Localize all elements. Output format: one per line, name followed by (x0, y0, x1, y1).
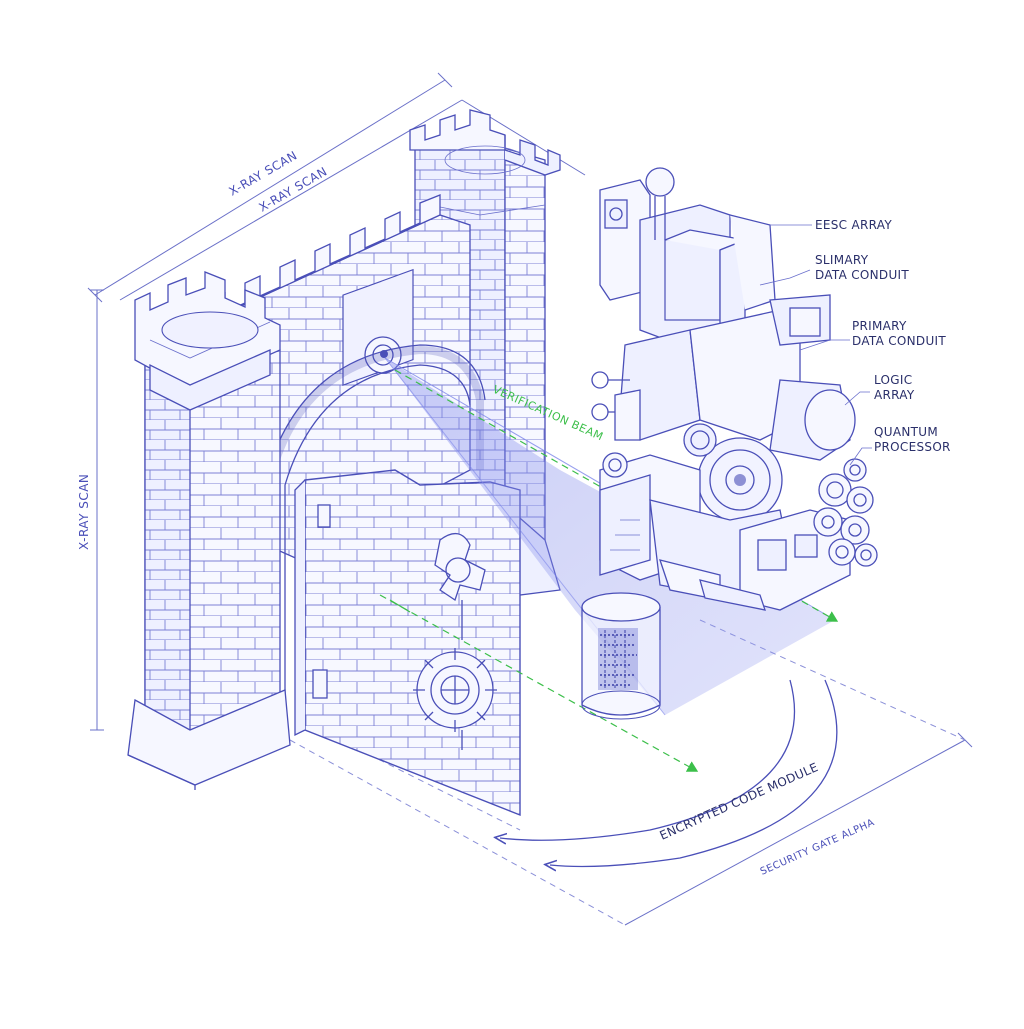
security-gate-label: SECURITY GATE ALPHA (759, 817, 877, 877)
encrypted-code-module (581, 592, 661, 720)
left-tower (127, 271, 291, 790)
callout-eesc-array: EESC ARRAY (815, 218, 892, 232)
callout-slimary-line2: DATA CONDUIT (815, 268, 909, 282)
machinery-assembly (591, 167, 878, 611)
encrypted-module-label: ENCRYPTED CODE MODULE (658, 760, 821, 843)
callout-quantum-line2: PROCESSOR (874, 440, 951, 454)
rotation-arrows (500, 679, 838, 866)
callout-quantum: QUANTUM (874, 425, 938, 439)
gate-arch (264, 344, 486, 720)
xray-scan-side-label: X-RAY SCAN (77, 474, 91, 550)
callout-logic-line2: ARRAY (874, 388, 915, 402)
callout-logic: LOGIC (874, 373, 912, 387)
callout-leaders (759, 224, 872, 466)
callout-primary: PRIMARY (852, 319, 907, 333)
callout-slimary: SLIMARY (815, 253, 869, 267)
dimension-lines (87, 72, 973, 926)
callout-primary-line2: DATA CONDUIT (852, 334, 946, 348)
gate-door (294, 469, 521, 817)
